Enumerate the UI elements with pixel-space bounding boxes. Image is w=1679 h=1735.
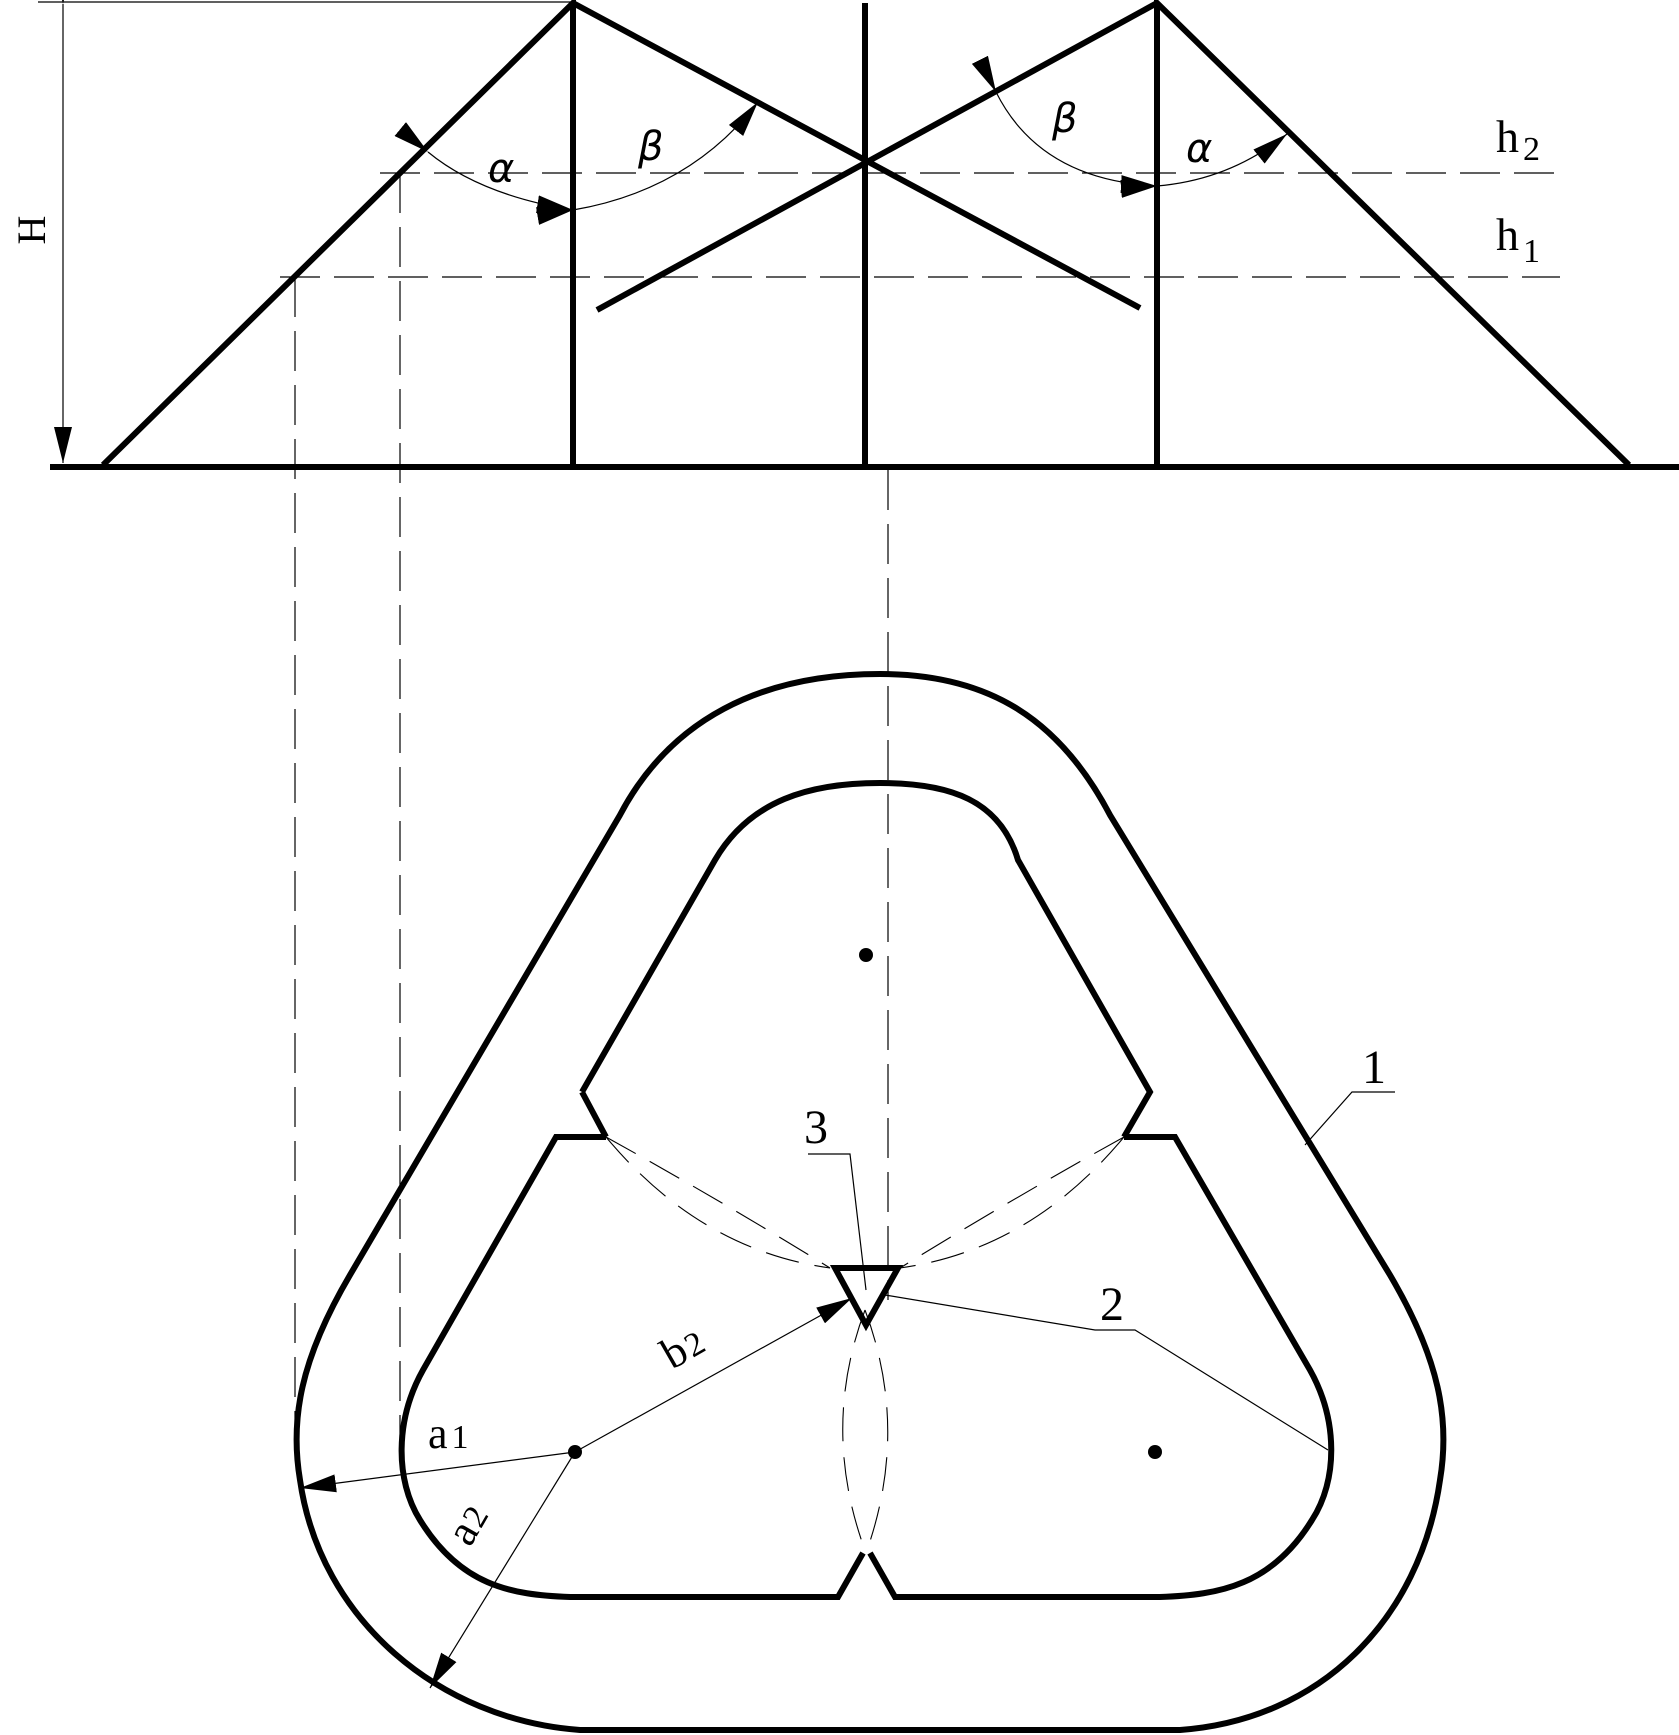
right-inner-member [595,0,1159,313]
label-alpha-right: α [1186,126,1212,172]
inner-left-lobe [398,1134,866,1600]
construction-arc-bottom-left [842,1309,867,1554]
callout-2-label: 2 [1100,1278,1124,1331]
label-H: H [9,216,54,245]
construction-arc-left-upper [605,1136,831,1269]
construction-arc-bottom-right [864,1309,889,1554]
callout-1-label: 1 [1362,1041,1386,1094]
center-point-right [1148,1445,1162,1459]
callout-3-leader [808,1153,867,1291]
center-point-top [859,948,873,962]
callout-3-label: 3 [804,1101,828,1154]
center-triangle [829,1265,904,1332]
callout-1-leader [1304,1091,1395,1146]
callout-2-leader [884,1294,1329,1451]
construction-arc-right-upper [899,1136,1125,1269]
beta-left-arc [535,101,759,225]
left-inner-member [571,0,1142,311]
right-outer-roof [1154,0,1632,468]
construction-arc-right-lower [899,1136,1125,1269]
left-outer-roof [100,0,576,468]
label-beta-right: β [1051,96,1078,142]
outer-contour [293,670,1447,1733]
inner-top-lobe [579,779,1154,1139]
projection-lines [294,173,889,1445]
construction-arc-left-lower [605,1136,831,1269]
alpha-right-arc [1120,133,1288,198]
dim-a1-line [299,1451,576,1493]
dim-a2-line [429,1451,576,1689]
dim-b2-line [574,1297,853,1453]
label-beta-left: β [637,124,664,170]
label-b2: b2 [653,1316,713,1379]
label-alpha-left: α [488,146,514,192]
label-a2: a2 [436,1495,498,1553]
inner-right-lobe [867,1134,1335,1600]
